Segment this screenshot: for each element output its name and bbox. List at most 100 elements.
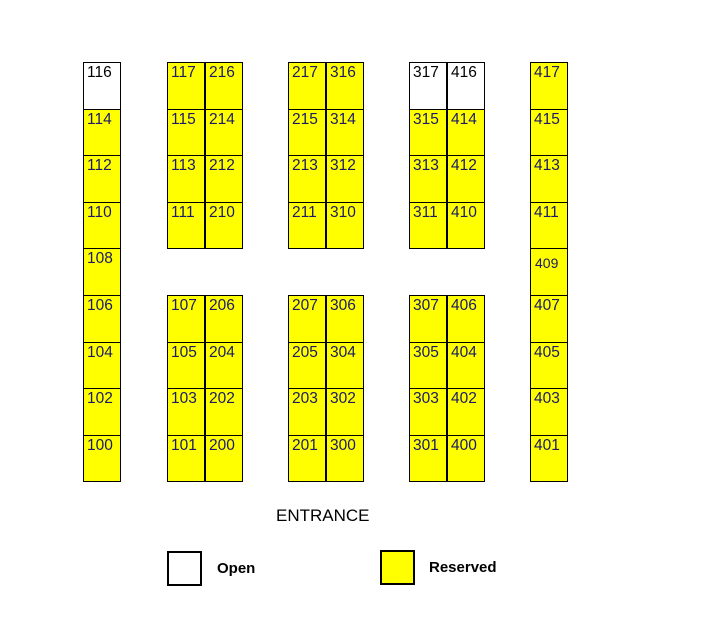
booth-number: 304 <box>330 343 356 361</box>
booth-108: 108 <box>83 248 121 296</box>
booth-405: 405 <box>530 341 568 390</box>
booth-number: 203 <box>292 390 318 408</box>
booth-406: 406 <box>447 295 485 343</box>
booth-number: 103 <box>171 390 197 408</box>
booth-414: 414 <box>447 108 485 157</box>
booth-216: 216 <box>205 62 243 110</box>
booth-number: 313 <box>413 157 439 175</box>
booth-number: 410 <box>451 203 477 221</box>
booth-301: 301 <box>409 434 447 483</box>
booth-number: 116 <box>87 64 112 81</box>
booth-110: 110 <box>83 201 121 250</box>
booth-number: 401 <box>534 436 560 454</box>
booth-number: 204 <box>209 343 235 361</box>
booth-311: 311 <box>409 201 447 250</box>
booth-number: 405 <box>534 343 560 361</box>
booth-number: 117 <box>171 64 196 81</box>
booth-number: 404 <box>451 343 477 361</box>
booth-number: 411 <box>534 203 559 221</box>
booth-115: 115 <box>167 108 205 157</box>
booth-number: 104 <box>87 343 113 361</box>
booth-409: 409 <box>530 248 568 296</box>
booth-112: 112 <box>83 155 121 203</box>
booth-113: 113 <box>167 155 205 203</box>
booth-217: 217 <box>288 62 326 110</box>
legend-open-label: Open <box>217 560 256 577</box>
booth-number: 400 <box>451 436 477 454</box>
booth-number: 403 <box>534 390 560 408</box>
booth-number: 311 <box>413 203 438 221</box>
booth-307: 307 <box>409 295 447 343</box>
booth-number: 317 <box>413 64 439 81</box>
booth-302: 302 <box>326 388 364 436</box>
booth-number: 414 <box>451 110 477 128</box>
booth-205: 205 <box>288 341 326 390</box>
booth-number: 415 <box>534 110 560 128</box>
booth-315: 315 <box>409 108 447 157</box>
booth-number: 315 <box>413 110 439 128</box>
booth-number: 100 <box>87 436 113 454</box>
booth-number: 413 <box>534 157 560 175</box>
booth-412: 412 <box>447 155 485 203</box>
booth-416: 416 <box>447 62 485 110</box>
booth-number: 211 <box>292 203 317 221</box>
booth-100: 100 <box>83 434 121 483</box>
booth-number: 312 <box>330 157 356 175</box>
booth-number: 210 <box>209 203 235 221</box>
booth-number: 217 <box>292 64 318 81</box>
booth-206: 206 <box>205 295 243 343</box>
booth-number: 406 <box>451 297 477 314</box>
booth-107: 107 <box>167 295 205 343</box>
booth-104: 104 <box>83 341 121 390</box>
booth-number: 205 <box>292 343 318 361</box>
booth-215: 215 <box>288 108 326 157</box>
booth-200: 200 <box>205 434 243 483</box>
legend-reserved-label: Reserved <box>429 559 497 576</box>
booth-407: 407 <box>530 295 568 343</box>
booth-number: 314 <box>330 110 356 128</box>
booth-415: 415 <box>530 108 568 157</box>
booth-202: 202 <box>205 388 243 436</box>
booth-214: 214 <box>205 108 243 157</box>
booth-314: 314 <box>326 108 364 157</box>
booth-number: 105 <box>171 343 197 361</box>
booth-number: 107 <box>171 297 197 314</box>
booth-number: 310 <box>330 203 356 221</box>
booth-number: 115 <box>171 110 196 128</box>
booth-306: 306 <box>326 295 364 343</box>
booth-number: 202 <box>209 390 235 408</box>
legend-reserved-swatch <box>380 550 415 585</box>
booth-317: 317 <box>409 62 447 110</box>
booth-300: 300 <box>326 434 364 483</box>
booth-number: 302 <box>330 390 356 408</box>
booth-303: 303 <box>409 388 447 436</box>
booth-number: 106 <box>87 297 113 314</box>
booth-411: 411 <box>530 201 568 250</box>
booth-number: 207 <box>292 297 318 314</box>
booth-number: 200 <box>209 436 235 454</box>
booth-304: 304 <box>326 341 364 390</box>
booth-number: 412 <box>451 157 477 175</box>
booth-106: 106 <box>83 295 121 343</box>
booth-number: 409 <box>535 255 559 272</box>
booth-105: 105 <box>167 341 205 390</box>
booth-number: 301 <box>413 436 439 454</box>
booth-number: 213 <box>292 157 318 175</box>
booth-number: 416 <box>451 64 477 81</box>
booth-410: 410 <box>447 201 485 250</box>
booth-number: 101 <box>171 436 197 454</box>
booth-212: 212 <box>205 155 243 203</box>
booth-313: 313 <box>409 155 447 203</box>
booth-102: 102 <box>83 388 121 436</box>
booth-417: 417 <box>530 62 568 110</box>
booth-103: 103 <box>167 388 205 436</box>
booth-number: 303 <box>413 390 439 408</box>
booth-213: 213 <box>288 155 326 203</box>
booth-116: 116 <box>83 62 121 110</box>
booth-number: 214 <box>209 110 235 128</box>
booth-111: 111 <box>167 201 205 250</box>
booth-number: 110 <box>87 203 112 221</box>
booth-number: 112 <box>87 157 112 175</box>
booth-114: 114 <box>83 108 121 157</box>
